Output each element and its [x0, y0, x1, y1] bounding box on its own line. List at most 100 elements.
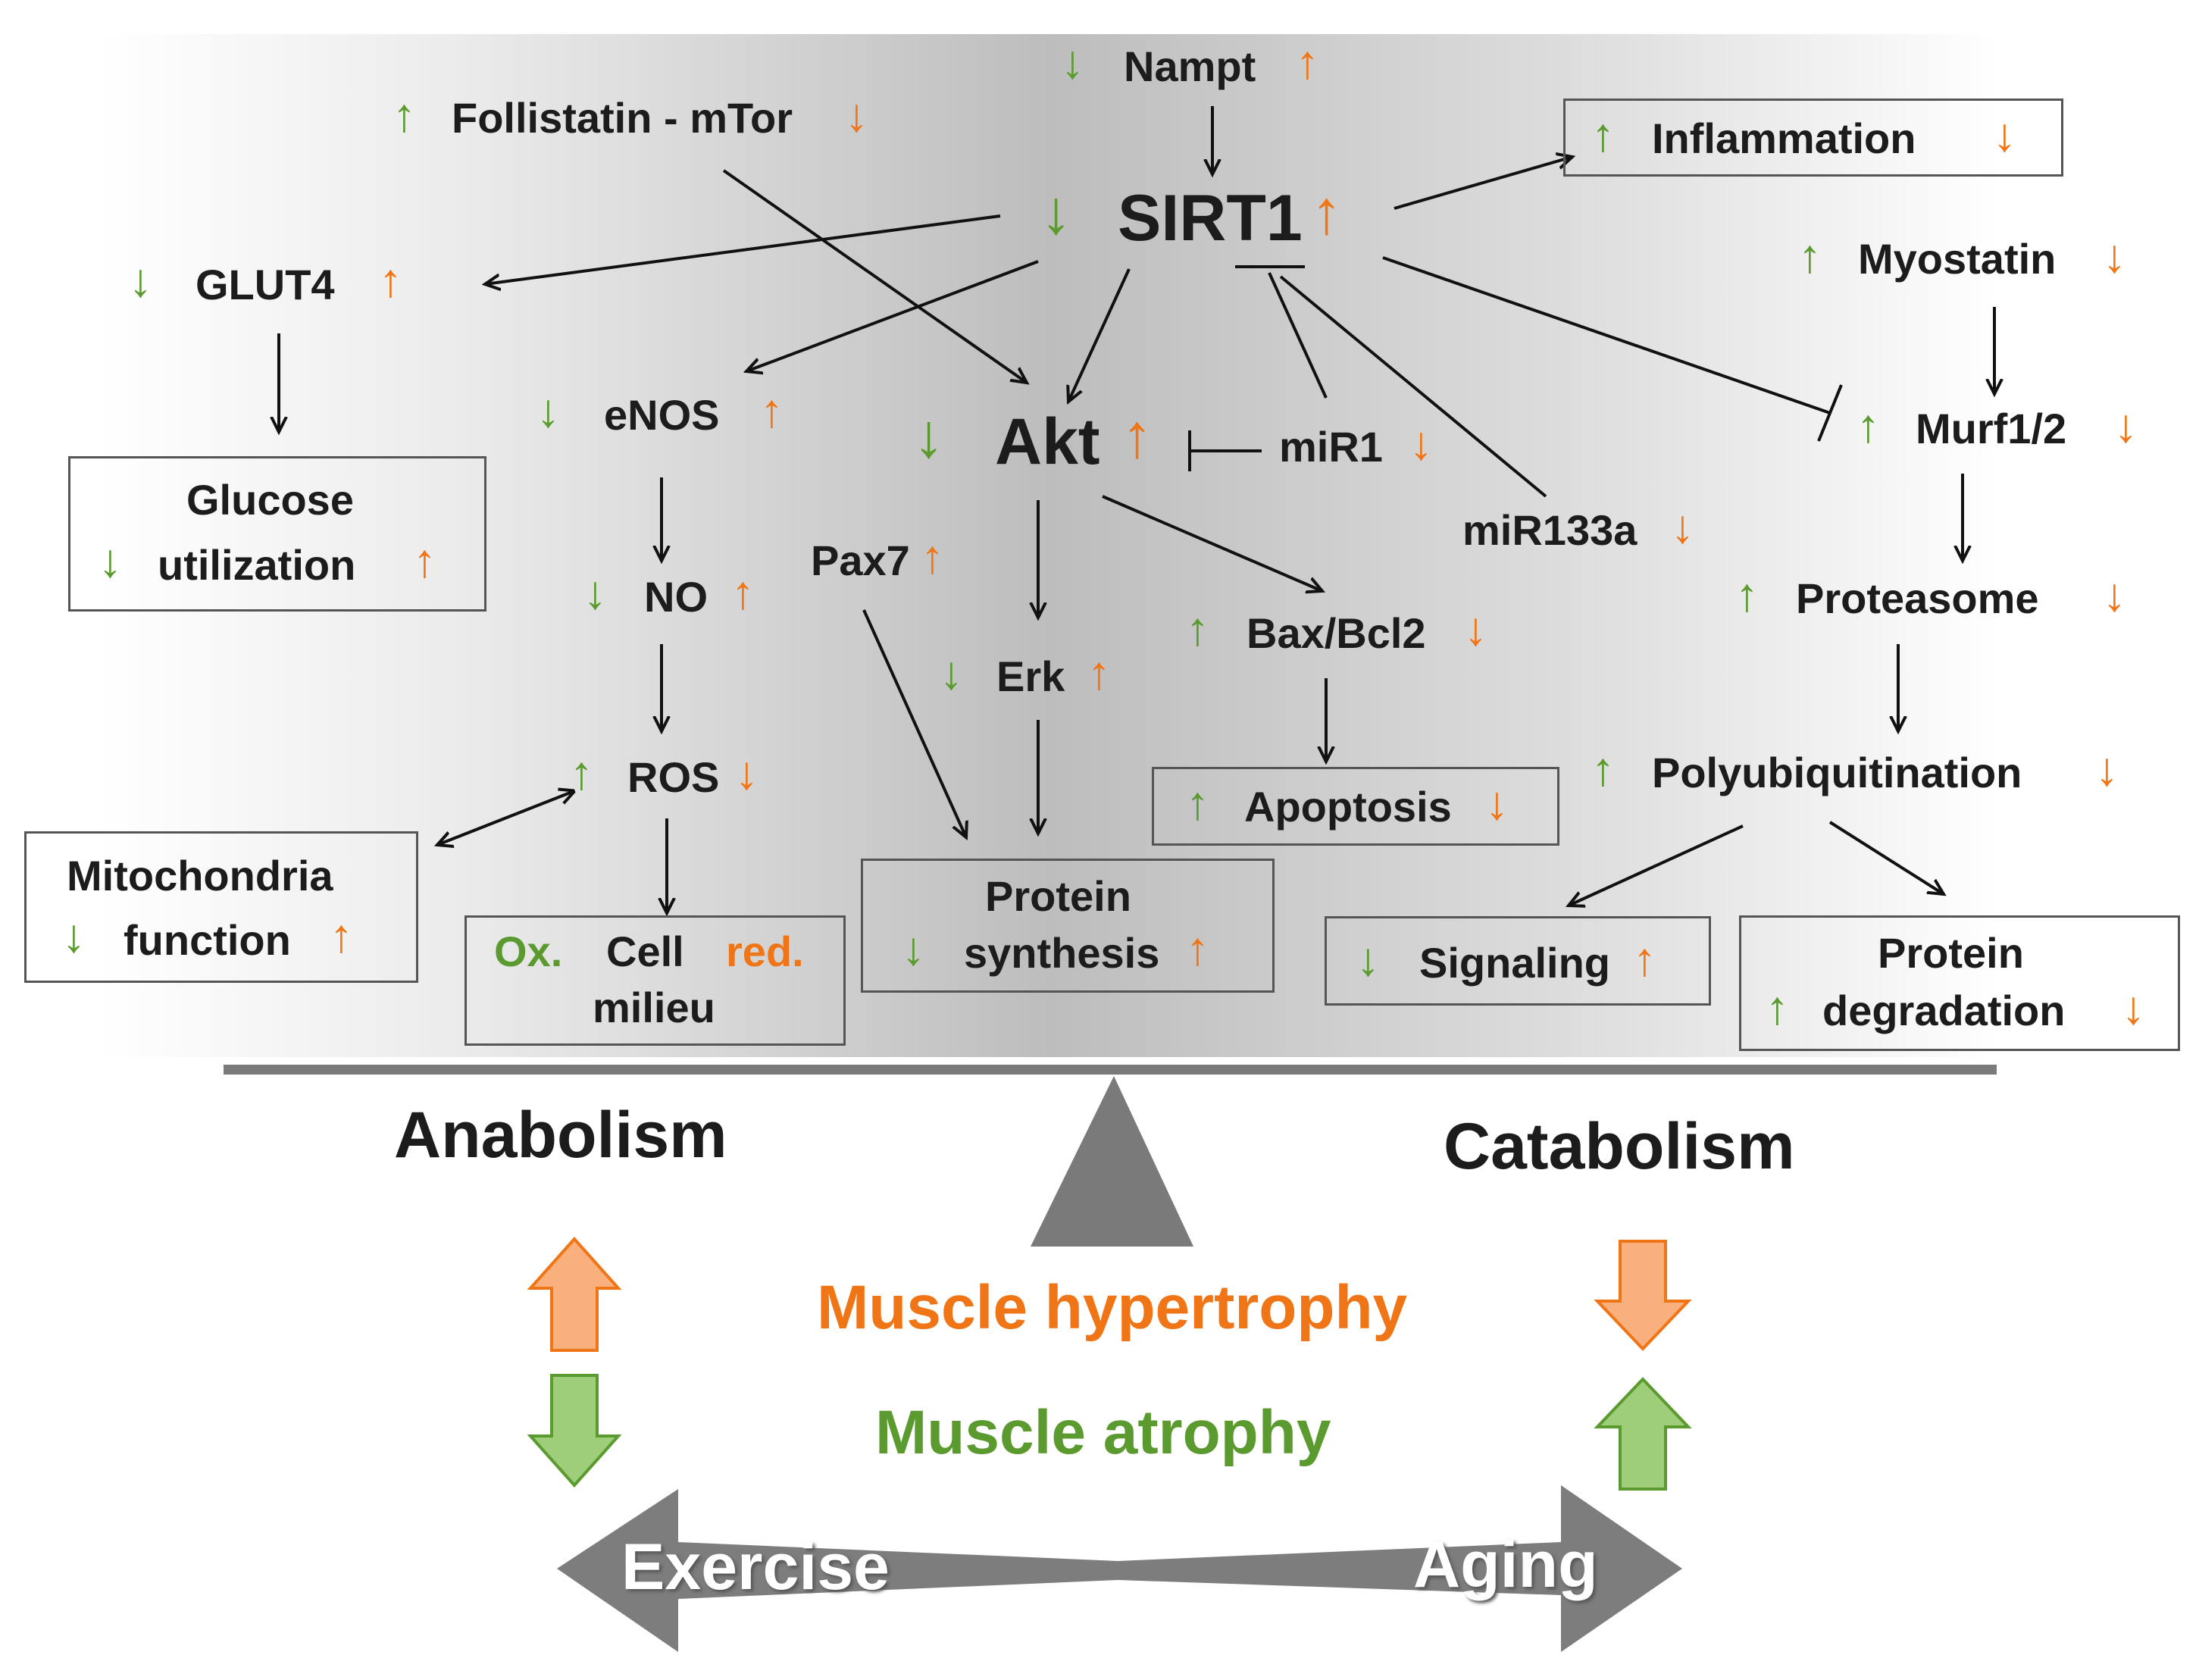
inflammation-label: Inflammation: [1652, 114, 1916, 162]
edge-polyub-protdeg: [1828, 821, 1944, 894]
follistatin-label: Follistatin - mTor: [452, 94, 793, 142]
mir133a-down-arrow: ↓: [1671, 501, 1694, 553]
myostatin-up-arrow: ↑: [1798, 230, 1822, 283]
polyub-label: Polyubiquitination: [1652, 749, 2022, 796]
signaling-up-arrow: ↑: [1633, 934, 1656, 986]
mito-label-2: function: [124, 916, 291, 964]
balance-beam: [224, 1065, 1997, 1075]
aging-label: Aging: [1413, 1528, 1598, 1601]
edge-mir1-sirt1: [1268, 272, 1328, 399]
inflammation-down-arrow: ↓: [1993, 109, 2016, 161]
nampt-down-arrow: ↓: [1061, 36, 1084, 89]
no-label: NO: [644, 573, 708, 621]
edge-sirt1-murf-bar: [1817, 384, 1843, 442]
cell-label-1: Cell: [606, 928, 684, 975]
edge-polyub-signaling: [1569, 824, 1744, 906]
no-down-arrow: ↓: [583, 567, 607, 619]
cell-milieu-box: [465, 915, 846, 1046]
edge-sirt1-akt: [1068, 268, 1131, 402]
enos-label: eNOS: [604, 391, 720, 439]
akt-down-arrow: ↓: [913, 402, 944, 471]
signaling-box: [1325, 916, 1711, 1006]
protein-synthesis-box: [861, 859, 1275, 993]
pax7-up-arrow: ↑: [921, 531, 944, 583]
glucose-label-2: utilization: [158, 541, 356, 589]
glut4-label: GLUT4: [196, 261, 335, 308]
glucose-label-1: Glucose: [186, 476, 354, 524]
mir1-down-arrow: ↓: [1409, 418, 1433, 470]
apoptosis-up-arrow: ↑: [1186, 777, 1209, 830]
murf-down-arrow: ↓: [2114, 400, 2138, 452]
erk-down-arrow: ↓: [940, 647, 963, 699]
erk-label: Erk: [996, 652, 1065, 700]
mito-down-arrow: ↓: [62, 910, 86, 962]
mito-up-arrow: ↑: [330, 910, 353, 962]
inflammation-up-arrow: ↑: [1591, 109, 1615, 161]
diagram-background: [99, 34, 2000, 1057]
sirt1-down-arrow: ↓: [1040, 178, 1071, 247]
signaling-down-arrow: ↓: [1356, 934, 1380, 986]
enos-down-arrow: ↓: [536, 385, 560, 437]
proteasome-down-arrow: ↓: [2103, 569, 2126, 621]
murf-label: Murf1/2: [1916, 405, 2067, 452]
inflammation-box: [1563, 99, 2063, 177]
murf-up-arrow: ↑: [1856, 400, 1880, 452]
no-up-arrow: ↑: [731, 567, 755, 619]
sirt1-up-arrow: ↑: [1311, 178, 1342, 247]
sirt1-label: SIRT1: [1118, 182, 1303, 255]
edge-sirt1-inflammation: [1394, 157, 1572, 210]
protdeg-up-arrow: ↑: [1766, 982, 1789, 1034]
erk-up-arrow: ↑: [1087, 647, 1111, 699]
nampt-up-arrow: ↑: [1296, 36, 1319, 89]
follistatin-down-arrow: ↓: [845, 89, 868, 142]
protdeg-down-arrow: ↓: [2122, 982, 2145, 1034]
cell-ox-label: Ox.: [494, 928, 563, 975]
edge-akt-baxbcl2: [1102, 495, 1322, 591]
protdeg-label-2: degradation: [1822, 987, 2066, 1034]
protein-degradation-box: [1739, 915, 2180, 1051]
edge-pax7-protsyn: [862, 609, 966, 837]
pax7-label: Pax7: [811, 537, 910, 584]
apoptosis-label: Apoptosis: [1244, 783, 1452, 831]
glucose-down-arrow: ↓: [99, 535, 122, 587]
signaling-label: Signaling: [1419, 939, 1610, 987]
exercise-label: Exercise: [621, 1531, 890, 1603]
catabolism-up-arrow: [1594, 1377, 1692, 1491]
edge-sirt1-murf: [1382, 256, 1831, 415]
muscle-hypertrophy-label: Muscle hypertrophy: [817, 1273, 1408, 1342]
protsyn-label-1: Protein: [985, 872, 1131, 920]
catabolism-label: Catabolism: [1444, 1110, 1795, 1183]
glut4-down-arrow: ↓: [129, 255, 152, 307]
apoptosis-box: [1152, 767, 1559, 846]
mir1-label: miR1: [1279, 423, 1383, 471]
muscle-atrophy-label: Muscle atrophy: [875, 1398, 1331, 1467]
myostatin-label: Myostatin: [1858, 235, 2057, 283]
catabolism-down-arrow: [1594, 1240, 1692, 1351]
polyub-up-arrow: ↑: [1591, 743, 1615, 796]
apoptosis-down-arrow: ↓: [1485, 777, 1509, 830]
protdeg-label-1: Protein: [1878, 929, 2024, 977]
ros-up-arrow: ↑: [570, 747, 593, 799]
nampt-label: Nampt: [1124, 42, 1256, 90]
balance-fulcrum: [1031, 1076, 1193, 1247]
edge-ros-mito: [437, 792, 572, 845]
proteasome-label: Proteasome: [1796, 574, 2039, 622]
protsyn-up-arrow: ↑: [1186, 923, 1209, 975]
glucose-up-arrow: ↑: [413, 535, 436, 587]
edge-follistatin-akt: [722, 169, 1027, 383]
protsyn-down-arrow: ↓: [902, 923, 925, 975]
exercise-aging-arrow: [557, 1485, 1682, 1652]
ros-label: ROS: [627, 753, 720, 801]
enos-up-arrow: ↑: [760, 385, 784, 437]
myostatin-down-arrow: ↓: [2103, 230, 2126, 283]
akt-label: Akt: [995, 405, 1100, 478]
akt-up-arrow: ↑: [1121, 402, 1153, 471]
polyub-down-arrow: ↓: [2095, 743, 2119, 796]
edge-sirt1-glut4: [485, 214, 1001, 284]
mito-label-1: Mitochondria: [67, 852, 333, 899]
protsyn-label-2: synthesis: [964, 929, 1160, 977]
anabolism-label: Anabolism: [394, 1099, 727, 1172]
follistatin-up-arrow: ↑: [393, 89, 416, 142]
baxbcl2-down-arrow: ↓: [1464, 603, 1487, 655]
